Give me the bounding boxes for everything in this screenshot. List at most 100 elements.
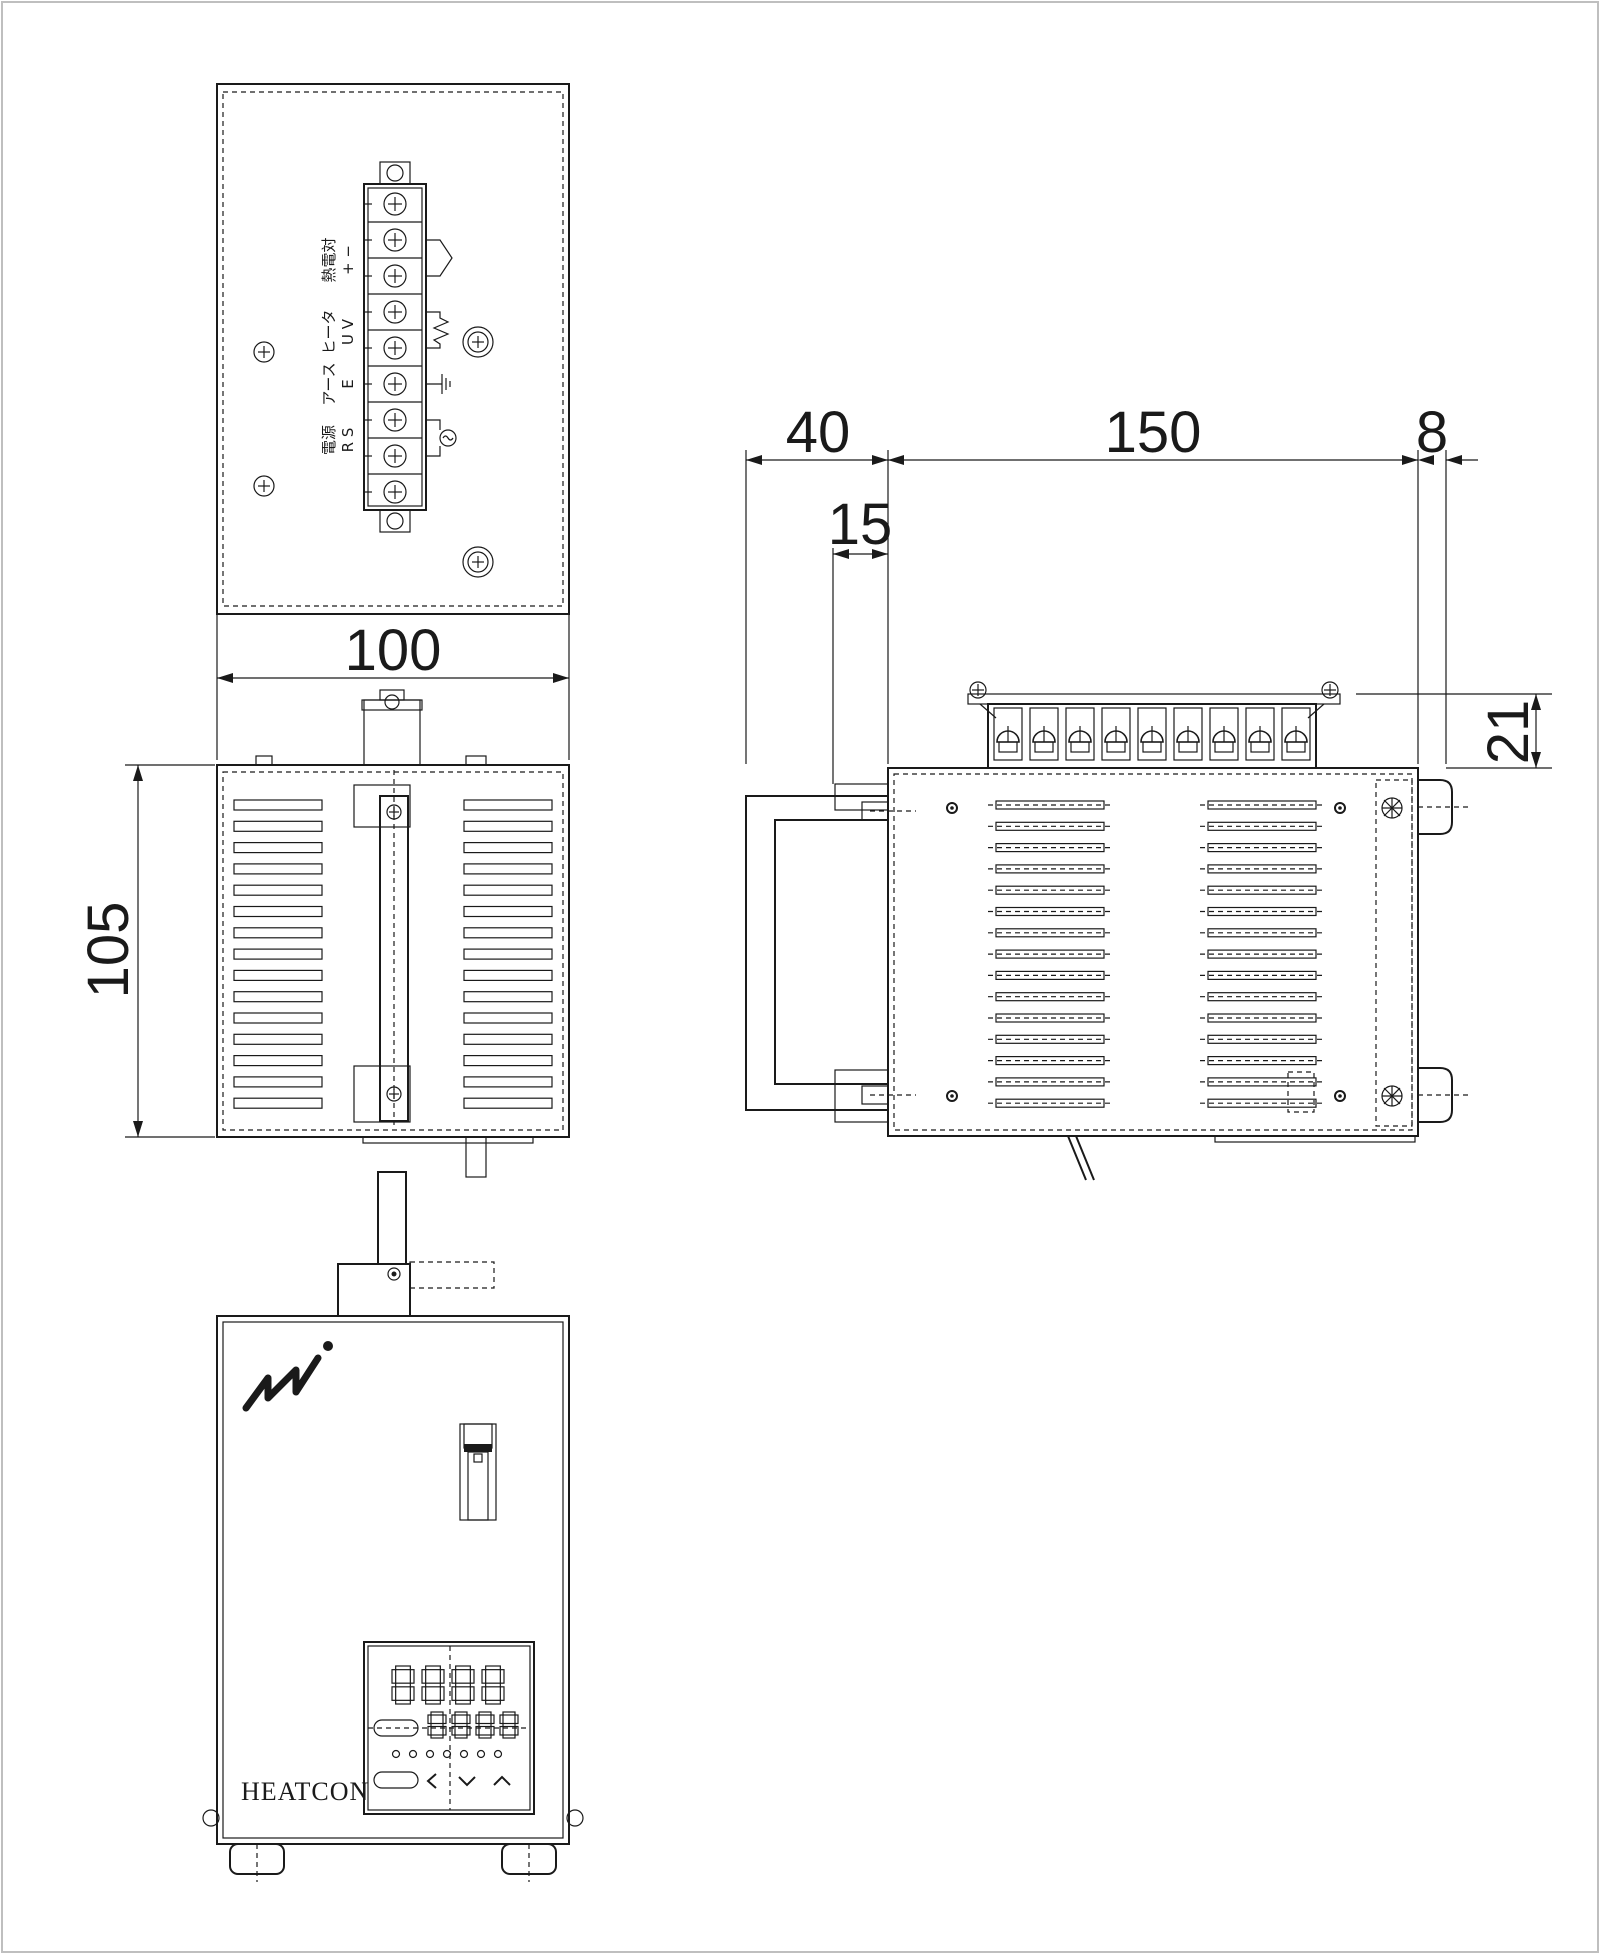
vent-slot [995, 885, 1105, 895]
vent-slot [233, 841, 323, 854]
vent-slot [995, 949, 1105, 959]
dim-label-21: 21 [1476, 700, 1541, 765]
vent-slot [233, 948, 323, 960]
vent-slot [995, 800, 1105, 810]
side-vent-slots [988, 800, 1324, 1108]
vent-slot [233, 1097, 323, 1109]
vent-slot [463, 969, 553, 982]
vent-slot [995, 1098, 1105, 1108]
front-view: HEATCON [202, 1315, 584, 1882]
thermocouple-symbol [425, 239, 453, 277]
pv-display [391, 1665, 505, 1705]
up-key-icon[interactable] [493, 1775, 511, 1786]
cord-stub [337, 1171, 495, 1317]
vent-slot [233, 991, 323, 1003]
brand-logo-icon [242, 1341, 333, 1412]
carry-handle [353, 770, 411, 1125]
temperature-controller [363, 1641, 535, 1815]
vent-slot [233, 927, 323, 939]
vent-slot [995, 842, 1105, 853]
brand-name: HEATCON [241, 1777, 369, 1806]
vent-slot [1207, 821, 1317, 831]
vent-slots [233, 799, 553, 1109]
vent-slot [1207, 864, 1317, 874]
vent-slot [233, 820, 323, 832]
dim-label-15: 15 [828, 492, 893, 557]
vent-slot [995, 864, 1105, 874]
down-key-icon[interactable] [458, 1776, 476, 1787]
screw-hole [253, 341, 275, 363]
vent-slot [463, 799, 553, 811]
vent-slot [995, 1055, 1105, 1066]
vent-slot [1207, 1013, 1317, 1023]
side-terminal-block [967, 681, 1341, 769]
vent-slot [463, 1012, 553, 1024]
vent-slot [463, 863, 553, 875]
vent-slot [233, 863, 323, 875]
vent-slot [463, 884, 553, 896]
dimension-height: 105 [76, 764, 215, 1138]
vent-slot [233, 969, 323, 982]
dimension-width: 100 [216, 614, 570, 760]
vent-slot [233, 799, 323, 811]
vent-slot [1207, 1034, 1317, 1044]
grommet [462, 326, 494, 358]
dim-label-105: 105 [76, 902, 141, 999]
vent-slot [1207, 992, 1317, 1002]
back-view [216, 689, 570, 1178]
vent-slot [233, 1033, 323, 1045]
vent-slot [463, 948, 553, 960]
mode-button[interactable] [373, 1719, 419, 1737]
vent-slot [1207, 1077, 1317, 1087]
vent-slot [463, 841, 553, 854]
vent-slot [233, 1054, 323, 1067]
grommet [462, 546, 494, 578]
vent-slot [995, 1034, 1105, 1044]
power-terms-label: R S [339, 428, 357, 453]
vent-slot [1207, 928, 1317, 938]
indicator-leds [391, 1749, 503, 1759]
vent-slot [1207, 1098, 1317, 1108]
vent-slot [1207, 970, 1317, 981]
vent-slot [463, 905, 553, 918]
side-view [745, 681, 1470, 1181]
dim-label-8: 8 [1416, 400, 1448, 465]
vent-slot [1207, 885, 1317, 895]
vent-slot [463, 820, 553, 832]
screw-hole [253, 475, 275, 497]
top-view-terminal-panel: ヒータ U V 熱電対 + − アース E 電源 R S [216, 83, 570, 615]
vent-slot [463, 1033, 553, 1045]
terminal-block [363, 161, 427, 533]
vent-slot [1207, 949, 1317, 959]
power-switch[interactable] [459, 1423, 497, 1521]
heater-label: ヒータ [320, 309, 338, 354]
vent-slot [233, 905, 323, 918]
heater-terms-label: U V [339, 318, 357, 345]
sv-display [427, 1711, 519, 1739]
vent-slot [1207, 842, 1317, 853]
vent-slot [995, 970, 1105, 981]
vent-slot [463, 1097, 553, 1109]
vent-slot [463, 927, 553, 939]
thermocouple-polarity-label: + − [339, 245, 357, 275]
dim-label-150: 150 [1105, 400, 1202, 465]
dim-label-100: 100 [345, 618, 442, 683]
shift-key-icon[interactable] [426, 1773, 437, 1789]
set-button[interactable] [373, 1771, 419, 1789]
vent-slot [995, 906, 1105, 917]
earth-symbol [425, 374, 451, 394]
vent-slot [463, 1076, 553, 1088]
vent-slot [995, 992, 1105, 1002]
earth-label: アース [320, 362, 338, 405]
vent-slot [1207, 1055, 1317, 1066]
dim-label-40: 40 [786, 400, 851, 465]
vent-slot [995, 821, 1105, 831]
vent-slot [463, 1054, 553, 1067]
vent-slot [463, 991, 553, 1003]
ac-power-symbol [425, 419, 457, 457]
side-handle [745, 783, 916, 1123]
star-screw-icon [1381, 1085, 1403, 1107]
dimension-side: 40 15 150 8 21 [745, 400, 1552, 784]
